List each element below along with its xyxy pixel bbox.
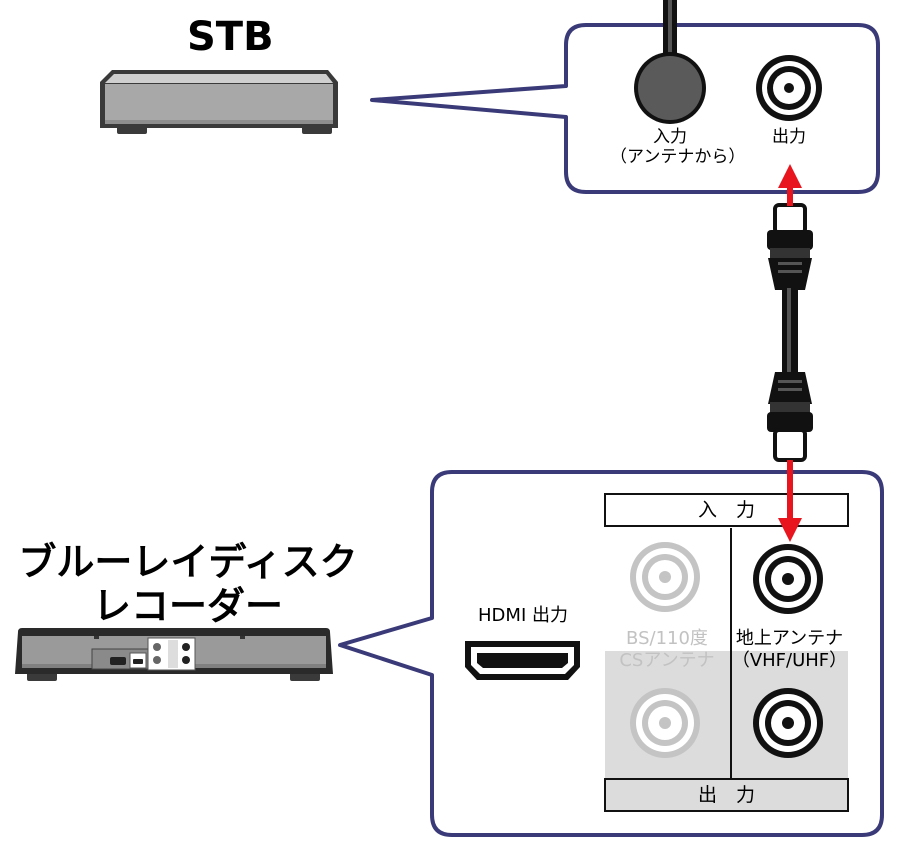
- stb-input-label-line1: 入力: [653, 127, 687, 147]
- stb-input-label: 入力 （アンテナから）: [610, 127, 746, 167]
- bs-input-connector-icon: [630, 542, 700, 612]
- bs-label: BS/110度 CSアンテナ: [605, 628, 729, 672]
- terrestrial-label: 地上アンテナ （VHF/UHF）: [731, 628, 848, 672]
- antenna-cable: [634, 0, 706, 124]
- arrow-to-stb-output: [778, 164, 802, 206]
- input-header-box: [604, 493, 849, 527]
- arrow-to-recorder-input: [778, 460, 802, 542]
- stb-input-label-line2: （アンテナから）: [610, 147, 746, 167]
- recorder-title-line1: ブルーレイディスク: [18, 540, 358, 584]
- terrestrial-input-connector-icon: [753, 544, 823, 614]
- stb-output-label: 出力: [772, 127, 806, 147]
- coax-cable: [767, 203, 813, 462]
- stb-title: STB: [187, 14, 274, 60]
- output-footer: 出 力: [697, 784, 755, 806]
- recorder-title: ブルーレイディスク レコーダー: [18, 540, 358, 628]
- input-header: 入 力: [697, 499, 755, 521]
- recorder-device: [15, 628, 333, 681]
- stb-device: [100, 70, 338, 134]
- bs-label-line2: CSアンテナ: [619, 650, 715, 671]
- stb-output-connector-icon: [756, 55, 822, 121]
- terrestrial-label-line2: （VHF/UHF）: [731, 650, 848, 671]
- hdmi-label: HDMI 出力: [478, 605, 568, 626]
- stb-callout-panel: [370, 23, 880, 194]
- bs-label-line1: BS/110度: [626, 628, 708, 649]
- hdmi-port-icon: [465, 641, 580, 680]
- recorder-title-line2: レコーダー: [92, 584, 283, 628]
- terrestrial-output-connector-icon: [753, 688, 823, 758]
- terrestrial-label-line1: 地上アンテナ: [735, 628, 844, 649]
- bs-output-connector-icon: [630, 688, 700, 758]
